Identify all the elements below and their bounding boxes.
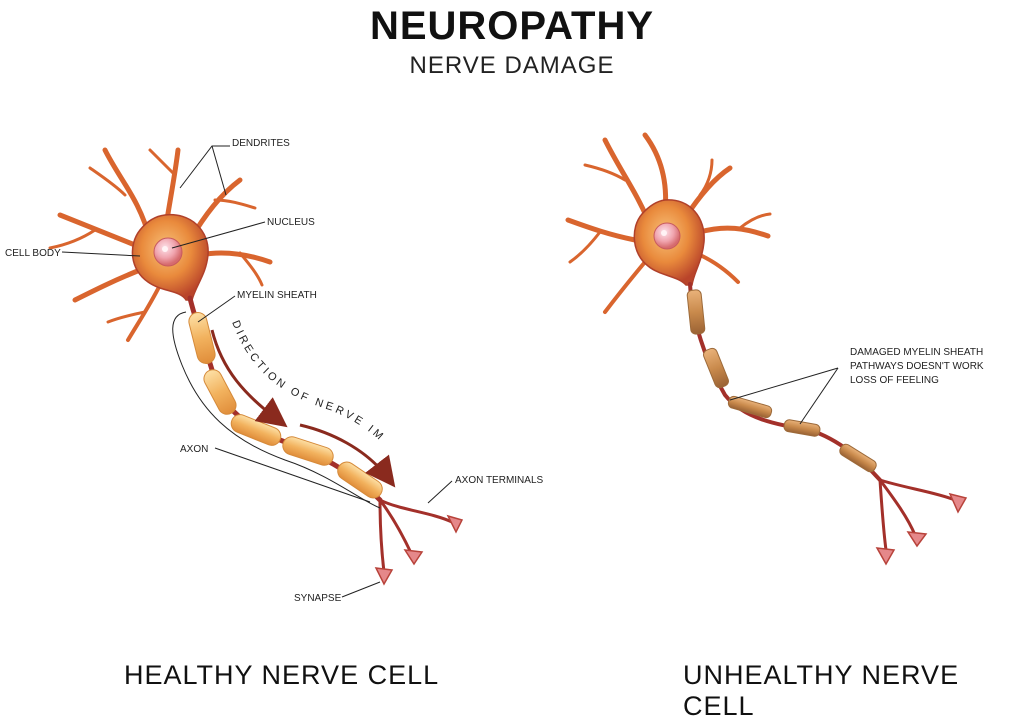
healthy-nucleolus bbox=[162, 246, 168, 252]
label-nucleus: NUCLEUS bbox=[267, 217, 315, 228]
label-pathways: PATHWAYS DOESN'T WORK bbox=[850, 361, 984, 372]
healthy-leader-lines bbox=[61, 145, 453, 598]
healthy-nucleus bbox=[153, 237, 183, 267]
unhealthy-damaged-myelin bbox=[686, 289, 877, 473]
direction-arrow-1 bbox=[210, 329, 288, 428]
label-axon-terminals: AXON TERMINALS bbox=[455, 475, 543, 486]
label-dendrites: DENDRITES bbox=[232, 138, 290, 149]
label-cell-body: CELL BODY bbox=[5, 248, 61, 259]
label-synapse: SYNAPSE bbox=[294, 593, 342, 604]
neuron-diagram: DIRECTION OF NERVE IMPULSE DENDRITES NUC… bbox=[0, 0, 984, 604]
label-loss-of-feeling: LOSS OF FEELING bbox=[850, 375, 939, 386]
label-myelin-sheath: MYELIN SHEATH bbox=[237, 290, 317, 301]
label-axon: AXON bbox=[180, 444, 208, 455]
label-damaged-myelin: DAMAGED MYELIN SHEATH bbox=[850, 347, 983, 358]
caption-healthy: HEALTHY NERVE CELL bbox=[124, 660, 440, 690]
unhealthy-nucleus bbox=[653, 222, 681, 250]
unhealthy-axon-terminals bbox=[875, 478, 968, 566]
healthy-myelin-segments bbox=[188, 312, 383, 499]
unhealthy-nucleolus bbox=[661, 230, 667, 236]
healthy-axon-terminals bbox=[374, 498, 464, 586]
page-subtitle: NERVE DAMAGE bbox=[409, 52, 615, 79]
unhealthy-leader-lines bbox=[729, 367, 839, 425]
page-title: NEUROPATHY bbox=[369, 4, 655, 48]
unhealthy-neuron: DAMAGED MYELIN SHEATH PATHWAYS DOESN'T W… bbox=[565, 132, 984, 566]
healthy-neuron: DIRECTION OF NERVE IMPULSE DENDRITES NUC… bbox=[0, 0, 543, 604]
direction-arrow-2 bbox=[299, 423, 396, 488]
caption-unhealthy: UNHEALTHY NERVE CELL bbox=[683, 660, 960, 721]
